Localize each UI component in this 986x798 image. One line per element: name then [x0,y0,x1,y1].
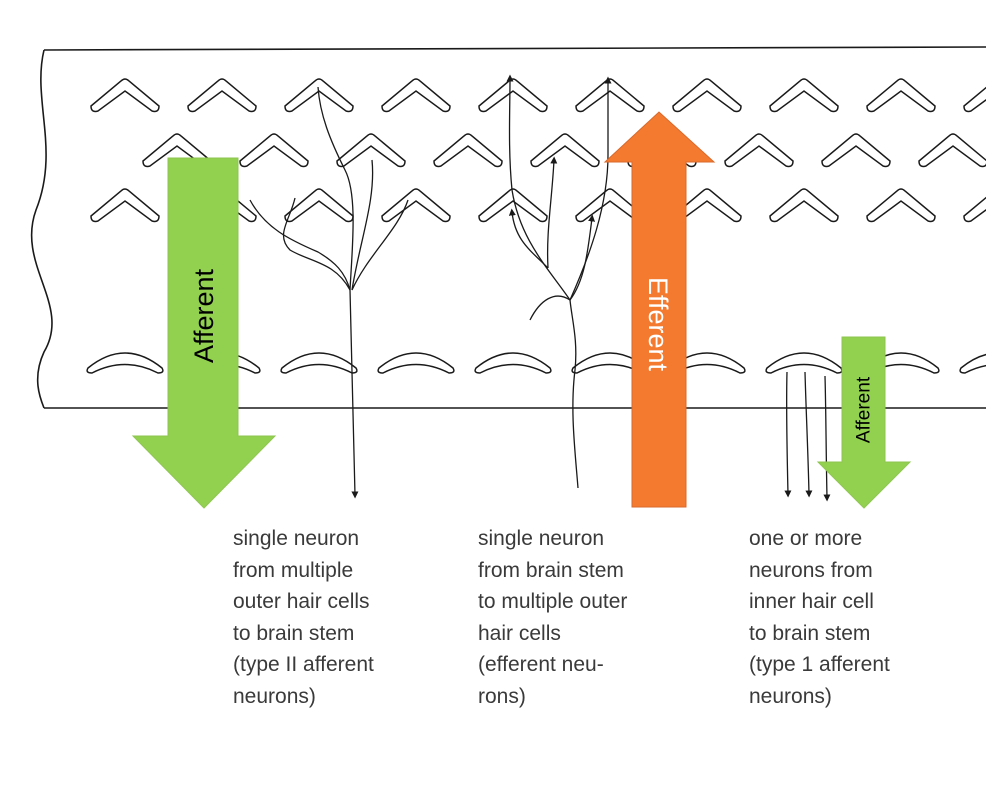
inner-hair-cells [86,352,986,374]
afferent-label-right: Afferent [854,376,875,443]
afferent-arrow-right: Afferent [816,336,912,509]
outer-hair-cell [433,133,503,168]
outer-hair-cell [284,188,354,223]
type1-afferent-caption: one or more neurons from inner hair cell… [749,527,890,708]
afferent-label-left: Afferent [189,268,219,363]
outer-hair-cell [239,133,309,168]
inner-hair-cell [86,352,164,374]
outer-hair-cell [478,78,548,113]
inner-hair-cell [474,352,552,374]
outer-hair-cell [866,188,936,223]
type2-afferent-caption: single neuron from multiple outer hair c… [233,527,374,708]
inner-hair-cell [959,353,986,374]
outer-hair-cell [963,86,986,113]
outer-hair-cell [821,133,891,168]
outer-hair-cell [672,78,742,113]
outer-hair-cell [963,196,986,223]
outer-hair-cell [478,188,548,223]
inner-hair-cell [765,352,843,374]
outer-hair-cell [90,188,160,223]
inner-hair-cell [377,352,455,374]
type2-afferent-neuron [249,86,409,499]
efferent-caption: single neuron from brain stem to multipl… [478,527,628,708]
outer-hair-cell [918,133,986,168]
outer-hair-cell [575,78,645,113]
outer-hair-cell [724,133,794,168]
efferent-label: Efferent [643,277,673,372]
outer-hair-cell [284,78,354,113]
outer-hair-cell [866,78,936,113]
efferent-arrow: Efferent [603,111,716,508]
outer-hair-cell [530,133,600,168]
afferent-arrow-left: Afferent [131,157,277,509]
outer-hair-cell [769,78,839,113]
left-wavy-edge [30,49,53,409]
type1-afferent-neurons [784,371,831,502]
top-boundary-line [43,46,986,51]
outer-hair-cell [381,188,451,223]
outer-hair-cell [381,78,451,113]
outer-hair-cell [187,78,257,113]
inner-hair-cell [280,352,358,374]
outer-hair-cells [90,78,986,223]
outer-hair-cell [769,188,839,223]
outer-hair-cell [90,78,160,113]
outer-hair-cell [336,133,406,168]
efferent-neuron [506,74,612,489]
